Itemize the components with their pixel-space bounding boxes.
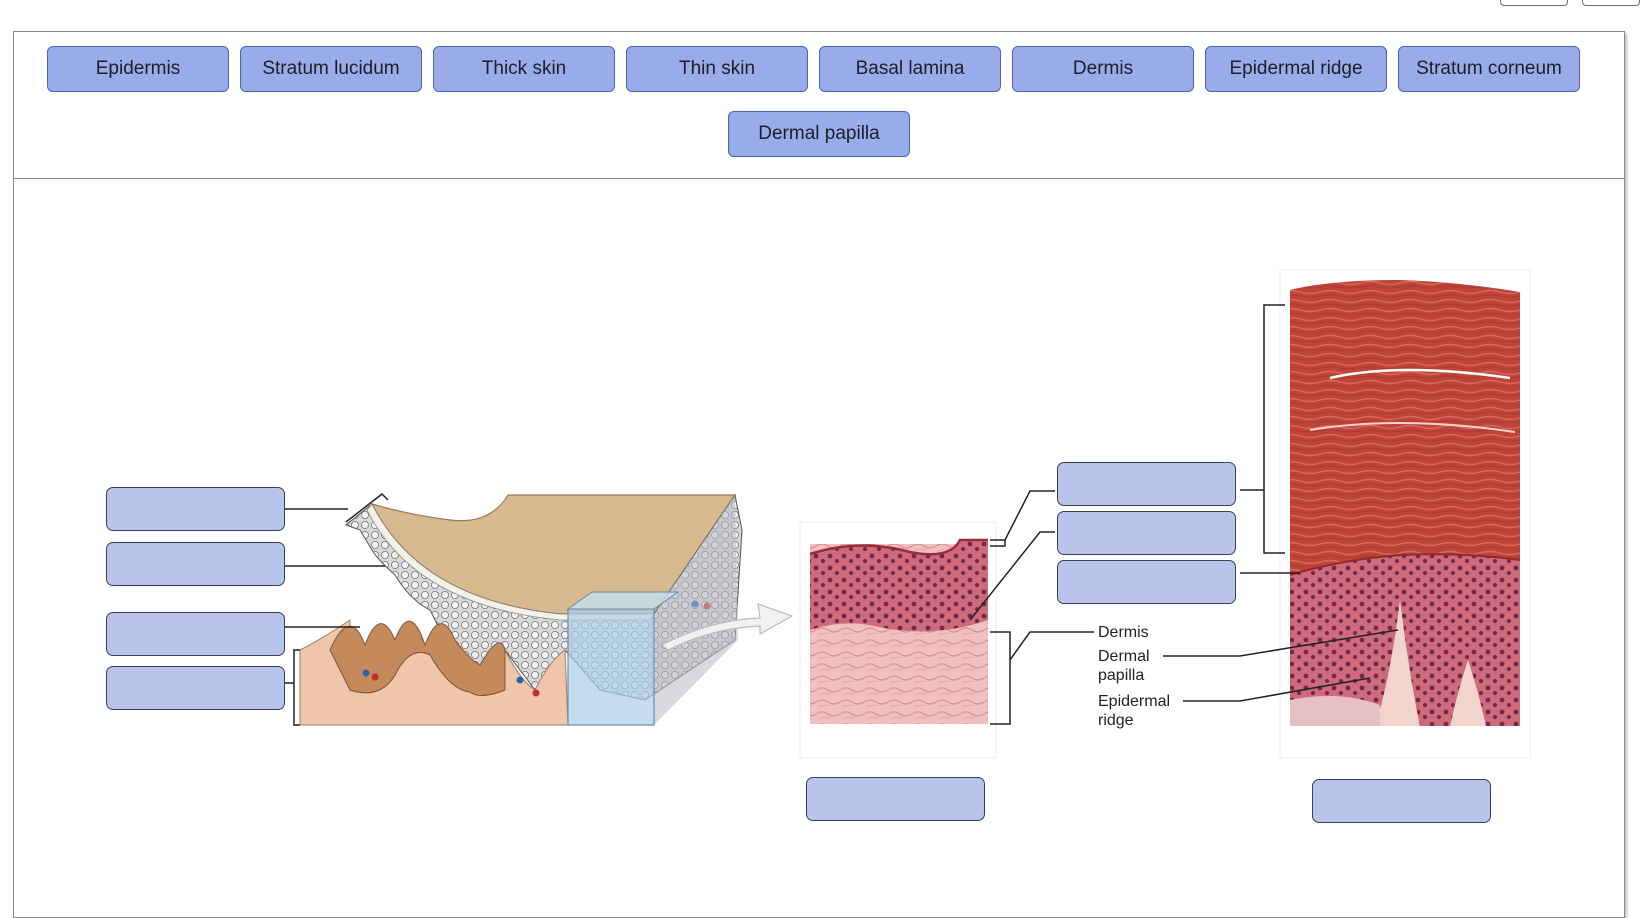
dermis-bracket [293, 649, 300, 726]
thin-skin-leader-lines [969, 490, 1094, 725]
drop-zone-left-1[interactable] [106, 487, 285, 531]
label-bank: Epidermis Stratum lucidum Thick skin Thi… [14, 32, 1624, 179]
label-chip-stratum-lucidum[interactable]: Stratum lucidum [240, 46, 422, 92]
epidermis-bracket [345, 493, 389, 523]
drop-zone-left-2[interactable] [106, 542, 285, 586]
printed-label-epidermal-ridge-2: ridge [1098, 712, 1134, 729]
thick-skin-micrograph [1279, 269, 1531, 759]
corner-button-left[interactable] [1500, 0, 1568, 6]
drop-zone-thin-skin[interactable] [806, 777, 985, 821]
thin-skin-micrograph [799, 521, 997, 759]
thick-skin-leader-lines [1163, 304, 1399, 702]
vessel-dot [516, 676, 524, 684]
printed-label-dermis: Dermis [1098, 624, 1149, 641]
section-highlight-top [566, 591, 680, 610]
label-chip-thick-skin[interactable]: Thick skin [433, 46, 615, 92]
drop-zone-left-4[interactable] [106, 666, 285, 710]
printed-label-dermal-papilla-2: papilla [1098, 667, 1144, 684]
printed-label-dermal-papilla-1: Dermal [1098, 648, 1150, 665]
label-chip-dermal-papilla[interactable]: Dermal papilla [728, 111, 910, 157]
zoom-arrow-icon [660, 603, 794, 651]
label-chip-stratum-corneum[interactable]: Stratum corneum [1398, 46, 1580, 92]
label-chip-epidermis[interactable]: Epidermis [47, 46, 229, 92]
corner-button-right[interactable] [1582, 0, 1640, 6]
section-highlight-box [567, 608, 655, 726]
drop-zone-left-3[interactable] [106, 612, 285, 656]
thick-dermal-papilla [1375, 600, 1420, 726]
printed-label-epidermal-ridge-1: Epidermal [1098, 693, 1170, 710]
label-chip-dermis[interactable]: Dermis [1012, 46, 1194, 92]
drop-zone-middle-3[interactable] [1057, 560, 1236, 604]
vessel-dot [532, 689, 540, 697]
label-chip-epidermal-ridge[interactable]: Epidermal ridge [1205, 46, 1387, 92]
skin-block-illustration [293, 493, 743, 726]
vessel-dot [371, 673, 379, 681]
label-chip-basal-lamina[interactable]: Basal lamina [819, 46, 1001, 92]
block-right-face [654, 495, 738, 725]
left-leader-lines [285, 508, 385, 684]
label-chip-thin-skin[interactable]: Thin skin [626, 46, 808, 92]
drop-zone-thick-skin[interactable] [1312, 779, 1491, 823]
drop-zone-middle-2[interactable] [1057, 511, 1236, 555]
vessel-dot [362, 669, 370, 677]
drop-zone-middle-1[interactable] [1057, 462, 1236, 506]
